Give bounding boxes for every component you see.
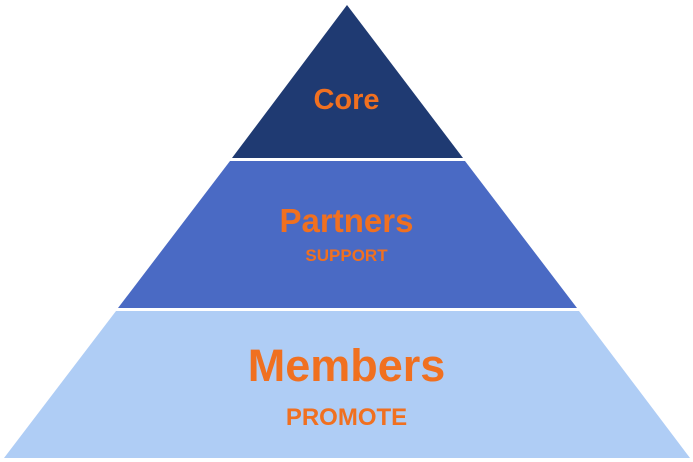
tier-partners-subtitle: SUPPORT (305, 246, 388, 265)
tier-members-shape (4, 311, 690, 458)
tier-core-title: Core (313, 84, 380, 116)
tier-members-title: Members (247, 340, 446, 391)
tier-core-shape (232, 5, 463, 158)
tier-members-subtitle: PROMOTE (285, 404, 408, 431)
tier-partners-title: Partners (279, 202, 414, 239)
tier-partners-shape (118, 161, 577, 308)
